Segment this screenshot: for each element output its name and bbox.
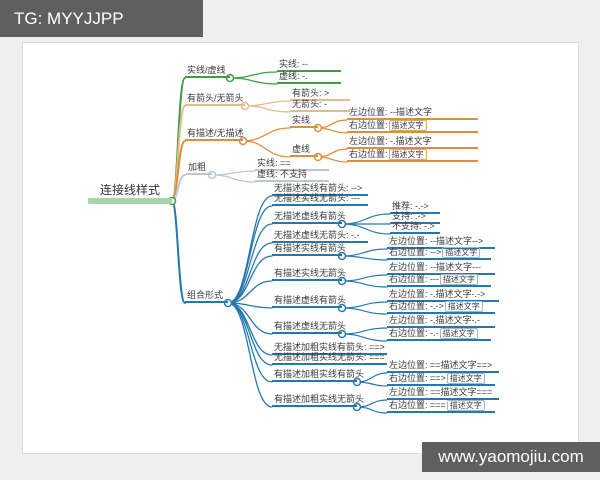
leaf-label: 右边位置: --- xyxy=(389,274,439,284)
leaf-combo-r12-right[interactable]: 右边位置: ===描述文字 xyxy=(387,400,495,413)
leaf-label: 右边位置: xyxy=(349,149,388,159)
leaf-label: 右边位置: --> xyxy=(389,247,442,257)
leaf-desc-solid-right[interactable]: 右边位置:描述文字 xyxy=(347,120,478,133)
watermark-bottom: www.yaomojiu.com xyxy=(422,442,600,472)
leaf-combo-r3-recommended[interactable]: 推荐: -.-> xyxy=(390,201,440,214)
desc-text-box: 描述文字 xyxy=(442,247,481,258)
node-desc-dashed[interactable]: 虚线 xyxy=(290,144,318,157)
desc-text-box: 描述文字 xyxy=(439,328,478,339)
leaf-combo-r9[interactable]: 无描述加粗实线有箭头: ==> xyxy=(272,342,387,355)
leaf-combo-r12-left[interactable]: 左边位置: ==描述文字=== xyxy=(387,387,499,400)
leaf-label: 右边位置: -.- xyxy=(389,328,439,338)
node-solid-dashed[interactable]: 实线/虚线 xyxy=(185,65,230,78)
node-combo-r5[interactable]: 有描述实线有箭头 xyxy=(272,243,346,256)
desc-text-box: 描述文字 xyxy=(440,274,478,285)
leaf-combo-r3-supported[interactable]: 支持: .-> xyxy=(390,211,440,224)
branch-curves xyxy=(171,71,391,414)
leaf-label: 右边位置: xyxy=(349,120,388,130)
node-combo-r6[interactable]: 有描述实线无箭头 xyxy=(272,268,346,281)
leaf-dashed-syntax[interactable]: 虚线: -. xyxy=(277,71,341,84)
leaf-desc-dashed-left[interactable]: 左边位置: -.描述文字 xyxy=(347,136,478,149)
leaf-combo-r5-left[interactable]: 左边位置: --描述文字--> xyxy=(387,236,495,249)
desc-text-box: 描述文字 xyxy=(444,301,483,312)
leaf-label: 右边位置: -.-> xyxy=(389,301,444,311)
leaf-label: 右边位置: ==> xyxy=(389,373,446,383)
desc-text-box: 描述文字 xyxy=(446,400,485,411)
node-combo[interactable]: 组合形式 xyxy=(185,290,228,303)
node-desc-solid[interactable]: 实线 xyxy=(290,115,318,128)
desc-text-box: 描述文字 xyxy=(388,149,427,160)
desc-text-box: 描述文字 xyxy=(388,120,427,131)
node-combo-r12[interactable]: 有描述加粗实线无箭头 xyxy=(272,394,364,407)
leaf-desc-solid-left[interactable]: 左边位置: --描述文字 xyxy=(347,107,478,120)
leaf-combo-r8-left[interactable]: 左边位置: -.描述文字-.- xyxy=(387,315,495,328)
node-desc[interactable]: 有描述/无描述 xyxy=(185,128,244,141)
leaf-solid-syntax[interactable]: 实线: -- xyxy=(277,59,341,72)
leaf-combo-r10[interactable]: 无描述加粗实线无箭头: === xyxy=(272,352,387,365)
node-combo-r11[interactable]: 有描述加粗实线有箭头 xyxy=(272,369,364,382)
leaf-combo-r11-right[interactable]: 右边位置: ==>描述文字 xyxy=(387,373,495,386)
leaf-combo-r6-right[interactable]: 右边位置: ---描述文字 xyxy=(387,274,491,287)
leaf-bold-solid[interactable]: 实线: == xyxy=(255,158,329,171)
leaf-bold-dashed[interactable]: 虚线: 不支持 xyxy=(255,169,329,182)
leaf-combo-r4[interactable]: 无描述虚线无箭头: -.- xyxy=(272,230,368,243)
node-combo-r7[interactable]: 有描述虚线有箭头 xyxy=(272,295,346,308)
watermark-top: TG: MYYJJPP xyxy=(0,0,203,37)
node-arrow[interactable]: 有箭头/无箭头 xyxy=(185,93,245,106)
leaf-combo-r11-left[interactable]: 左边位置: ==描述文字==> xyxy=(387,360,499,373)
leaf-combo-r8-right[interactable]: 右边位置: -.-描述文字 xyxy=(387,328,491,341)
leaf-combo-r5-right[interactable]: 右边位置: -->描述文字 xyxy=(387,247,491,260)
leaf-with-arrow[interactable]: 有箭头: > xyxy=(290,88,350,101)
leaf-label: 右边位置: === xyxy=(389,400,446,410)
node-combo-r3[interactable]: 无描述虚线有箭头 xyxy=(272,211,346,224)
desc-text-box: 描述文字 xyxy=(446,373,485,384)
leaf-combo-r7-right[interactable]: 右边位置: -.->描述文字 xyxy=(387,301,495,314)
leaf-combo-r7-left[interactable]: 左边位置: -.描述文字-.-> xyxy=(387,289,499,302)
leaf-combo-r2[interactable]: 无描述实线无箭头: --- xyxy=(272,193,368,206)
leaf-without-arrow[interactable]: 无箭头: - xyxy=(290,99,350,112)
node-circles xyxy=(167,73,362,412)
leaf-combo-r3-unsupported[interactable]: 不支持: -.> xyxy=(390,221,440,234)
leaf-combo-r1[interactable]: 无描述实线有箭头: --> xyxy=(272,183,368,196)
leaf-desc-dashed-right[interactable]: 右边位置:描述文字 xyxy=(347,149,478,162)
node-bold[interactable]: 加粗 xyxy=(186,162,212,175)
node-combo-r8[interactable]: 有描述虚线无箭头 xyxy=(272,321,346,334)
node-root[interactable]: 连接线样式 xyxy=(88,184,172,204)
